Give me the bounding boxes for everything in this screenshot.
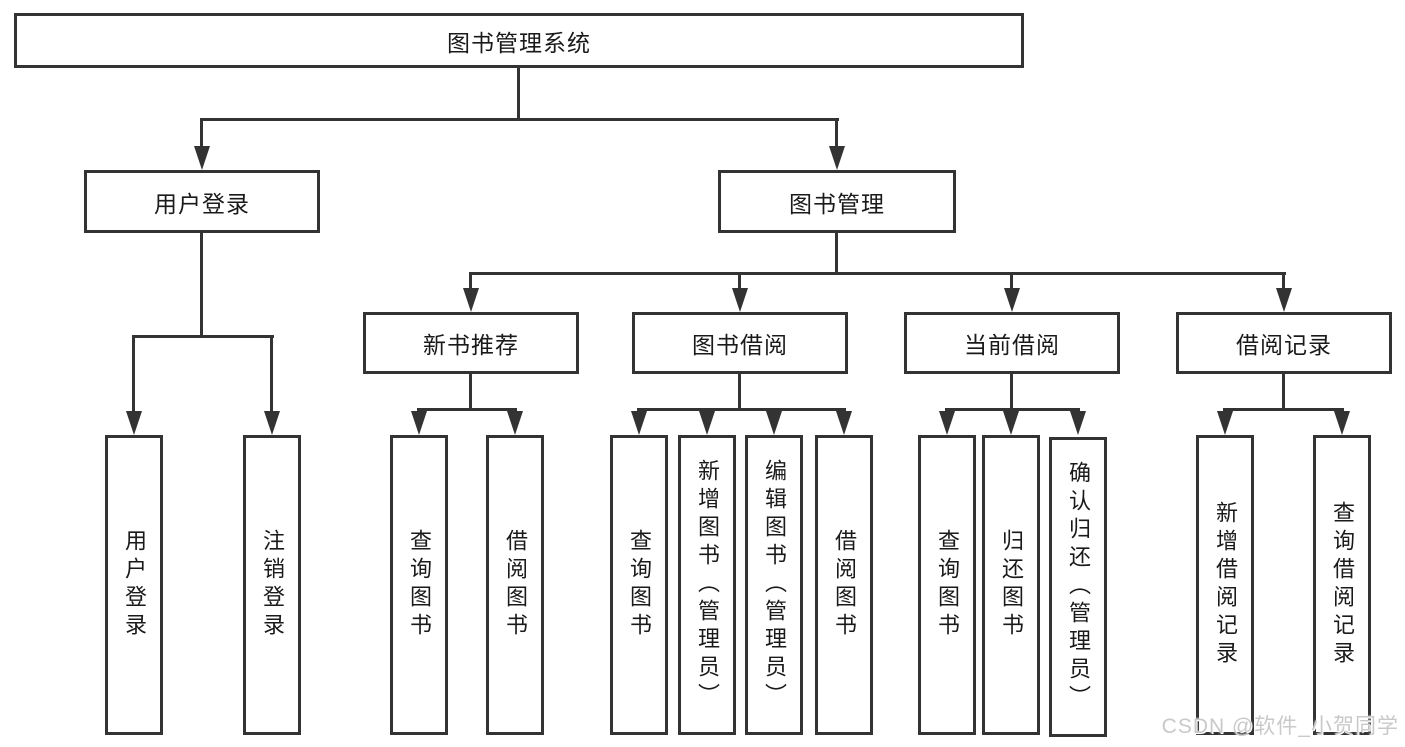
arrowhead-icon [1004,288,1020,312]
node-book-borrowing: 图书借阅 [632,312,848,374]
connector-line [469,374,472,408]
leaf-logout: 注销登录 [243,435,301,735]
node-label: 图书管理 [789,190,885,217]
node-label: 查询图书 [407,529,432,641]
arrowhead-icon [463,288,479,312]
arrowhead-icon [939,411,955,435]
arrowhead-icon [1334,411,1350,435]
node-label: 查询借阅记录 [1330,501,1355,669]
connector-line [132,338,135,411]
leaf-query-books-recommend: 查询图书 [390,435,448,735]
leaf-query-borrow-record: 查询借阅记录 [1313,435,1371,735]
node-label: 确认归还（管理员） [1066,461,1091,713]
connector-line [738,275,741,289]
leaf-add-borrow-record: 新增借阅记录 [1196,435,1254,735]
connector-line [637,408,846,411]
node-label: 新增借阅记录 [1213,501,1238,669]
connector-line [1282,374,1285,408]
arrowhead-icon [1003,411,1019,435]
arrowhead-icon [411,411,427,435]
arrowhead-icon [699,411,715,435]
connector-line [1282,275,1285,289]
leaf-user-login: 用户登录 [105,435,163,735]
node-label: 借阅记录 [1236,332,1332,358]
connector-line [835,121,838,148]
node-label: 新书推荐 [423,332,519,358]
node-label: 图书借阅 [692,332,788,358]
arrowhead-icon [732,288,748,312]
node-label: 查询图书 [935,529,960,641]
arrowhead-icon [126,411,142,435]
node-label: 当前借阅 [964,332,1060,358]
node-label: 编辑图书（管理员） [762,459,787,711]
connector-line [200,121,203,148]
arrowhead-icon [194,146,210,170]
node-label: 归还图书 [999,529,1024,641]
node-label: 用户登录 [154,190,250,217]
connector-line [945,408,1080,411]
connector-line [738,374,741,408]
connector-line [1010,275,1013,289]
connector-line [1010,374,1013,408]
leaf-edit-book-admin: 编辑图书（管理员） [745,435,803,735]
csdn-watermark: CSDN @软件_小贺同学 [1161,715,1399,738]
arrowhead-icon [507,411,523,435]
arrowhead-icon [631,411,647,435]
arrowhead-icon [1070,411,1086,435]
node-current-borrowing: 当前借阅 [904,312,1120,374]
arrowhead-icon [766,411,782,435]
leaf-return-book: 归还图书 [982,435,1040,735]
connector-line [270,338,273,411]
node-new-book-recommend: 新书推荐 [363,312,579,374]
node-label: 新增图书（管理员） [695,459,720,711]
leaf-query-books-borrowing: 查询图书 [610,435,668,735]
node-label: 查询图书 [627,529,652,641]
connector-line [417,408,517,411]
connector-line [517,68,520,121]
leaf-add-book-admin: 新增图书（管理员） [678,435,736,735]
node-label: 图书管理系统 [447,29,591,56]
connector-line [200,233,203,335]
arrowhead-icon [1276,288,1292,312]
node-library-management-system: 图书管理系统 [14,13,1024,68]
node-borrowing-records: 借阅记录 [1176,312,1392,374]
connector-line [469,275,472,289]
connector-line [469,272,1286,275]
arrowhead-icon [1217,411,1233,435]
node-user-login: 用户登录 [84,170,320,233]
leaf-borrow-books-recommend: 借阅图书 [486,435,544,735]
connector-line [200,118,839,121]
leaf-confirm-return-admin: 确认归还（管理员） [1049,437,1107,737]
node-label: 用户登录 [122,529,147,641]
arrowhead-icon [829,146,845,170]
node-label: 借阅图书 [503,529,528,641]
leaf-query-books-current: 查询图书 [918,435,976,735]
connector-line [1223,408,1344,411]
node-label: 注销登录 [260,529,285,641]
leaf-borrow-books-borrowing: 借阅图书 [815,435,873,735]
connector-line [835,233,838,272]
node-label: 借阅图书 [832,529,857,641]
node-book-management: 图书管理 [718,170,956,233]
arrowhead-icon [836,411,852,435]
arrowhead-icon [264,411,280,435]
connector-line [132,335,274,338]
